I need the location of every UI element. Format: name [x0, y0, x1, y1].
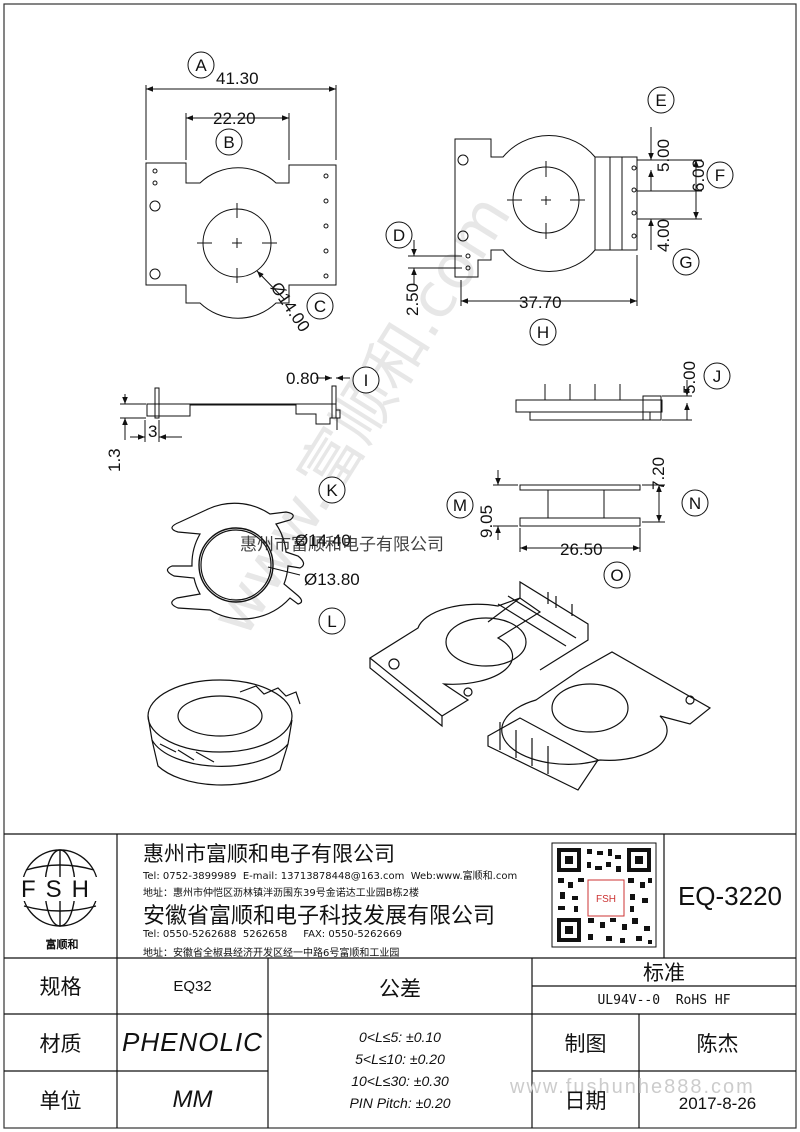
pin-view-j: [515, 380, 692, 421]
label-d: D: [393, 226, 405, 245]
part-number: EQ-3220: [677, 880, 783, 911]
dim-f: 6.00: [689, 159, 708, 192]
dim-b: 22.20: [213, 109, 256, 128]
unit-value: MM: [172, 1085, 213, 1113]
iso-view-3: [147, 679, 301, 786]
tolerance-line: 0<L≤5: ±0.10: [359, 1029, 441, 1045]
label-i: I: [364, 371, 369, 390]
dim-e: 5.00: [654, 139, 673, 172]
standard-value: UL94V--0 RoHS HF: [597, 992, 731, 1008]
dim-j: 5.00: [680, 361, 699, 394]
dim-l: Ø13.80: [304, 570, 360, 589]
spec-value: EQ32: [173, 977, 212, 995]
label-a: A: [195, 56, 207, 75]
logo-caption: 富顺和: [46, 937, 79, 951]
label-k: K: [326, 481, 338, 500]
label-m: M: [453, 496, 467, 515]
dim-d: 2.50: [403, 283, 422, 316]
standard-label: 标准: [643, 961, 685, 985]
material-label: 材质: [39, 1031, 82, 1056]
label-e: E: [655, 91, 666, 110]
label-f: F: [715, 166, 725, 185]
dim-a: 41.30: [216, 69, 259, 88]
company2-name: 安徽省富顺和电子科技发展有限公司: [143, 904, 496, 929]
drafter-value: 陈杰: [696, 1031, 739, 1056]
label-h: H: [537, 323, 549, 342]
dim-i-13: 1.3: [105, 448, 124, 472]
tolerance-line: 10<L≤30: ±0.30: [351, 1073, 449, 1089]
company2-address: 地址：安徽省全椒县经济开发区经一中路6号富顺和工业园: [143, 948, 400, 959]
drafter-label: 制图: [564, 1031, 607, 1056]
bottom-view-mno: [493, 470, 665, 552]
tolerance-label: 公差: [379, 977, 421, 1001]
unit-label: 单位: [39, 1088, 82, 1113]
core-view-kl: [166, 502, 305, 620]
company1-contact: Tel: 0752-3899989 E-mail: 13713878448@16…: [143, 871, 518, 882]
label-g: G: [679, 253, 692, 272]
qr-code: [551, 842, 657, 948]
date-label: 日期: [564, 1088, 607, 1113]
label-j: J: [713, 367, 722, 386]
bottom-watermark: www.fushunhe888.com: [509, 1076, 755, 1098]
logo-letters: FSH: [21, 876, 99, 903]
company1-address: 地址：惠州市仲恺区沥林镇泮沥围东39号金诺达工业园B栋2楼: [143, 888, 419, 899]
material-value: PHENOLIC: [122, 1027, 263, 1057]
dim-n: 7.20: [649, 457, 668, 490]
date-value: 2017-8-26: [678, 1093, 757, 1113]
tolerance-line: 5<L≤10: ±0.20: [355, 1051, 445, 1067]
diagonal-watermark: www.富顺和.com: [196, 182, 525, 648]
iso-view-1: [368, 580, 589, 728]
profile-view-i: [120, 375, 350, 442]
sheet-border: [3, 3, 797, 1129]
spec-label: 规格: [39, 975, 82, 999]
label-b: B: [223, 133, 234, 152]
tolerance-list: 0<L≤5: ±0.10 5<L≤10: ±0.20 10<L≤30: ±0.3…: [268, 1026, 532, 1114]
logo-band: [14, 877, 106, 901]
dim-m: 9.05: [477, 505, 496, 538]
tolerance-line: PIN Pitch: ±0.20: [349, 1095, 451, 1111]
dim-g: 4.00: [654, 219, 673, 252]
company2-contact: Tel: 0550-5262688 5262658 FAX: 0550-5262…: [143, 929, 402, 940]
dim-i: 0.80: [286, 369, 319, 388]
label-l: L: [327, 612, 336, 631]
dim-h: 37.70: [519, 293, 562, 312]
center-watermark: 惠州市富顺和电子有限公司: [240, 535, 444, 555]
view-label-circles: [187, 51, 734, 635]
label-c: C: [314, 297, 326, 316]
qr-label: FSH: [596, 894, 616, 905]
iso-view-2: [487, 651, 712, 791]
dim-o: 26.50: [560, 540, 603, 559]
top-view: [145, 85, 337, 319]
view-label-texts: A B C D E F G H I J K L M N O: [195, 56, 725, 631]
dim-k: Ø14.40: [295, 531, 351, 550]
company1-name: 惠州市富顺和电子有限公司: [143, 842, 395, 866]
label-o: O: [610, 566, 623, 585]
label-n: N: [689, 494, 701, 513]
side-view: [408, 127, 702, 306]
title-block-grid: [4, 833, 796, 1128]
dim-i-3: 3: [148, 422, 157, 441]
